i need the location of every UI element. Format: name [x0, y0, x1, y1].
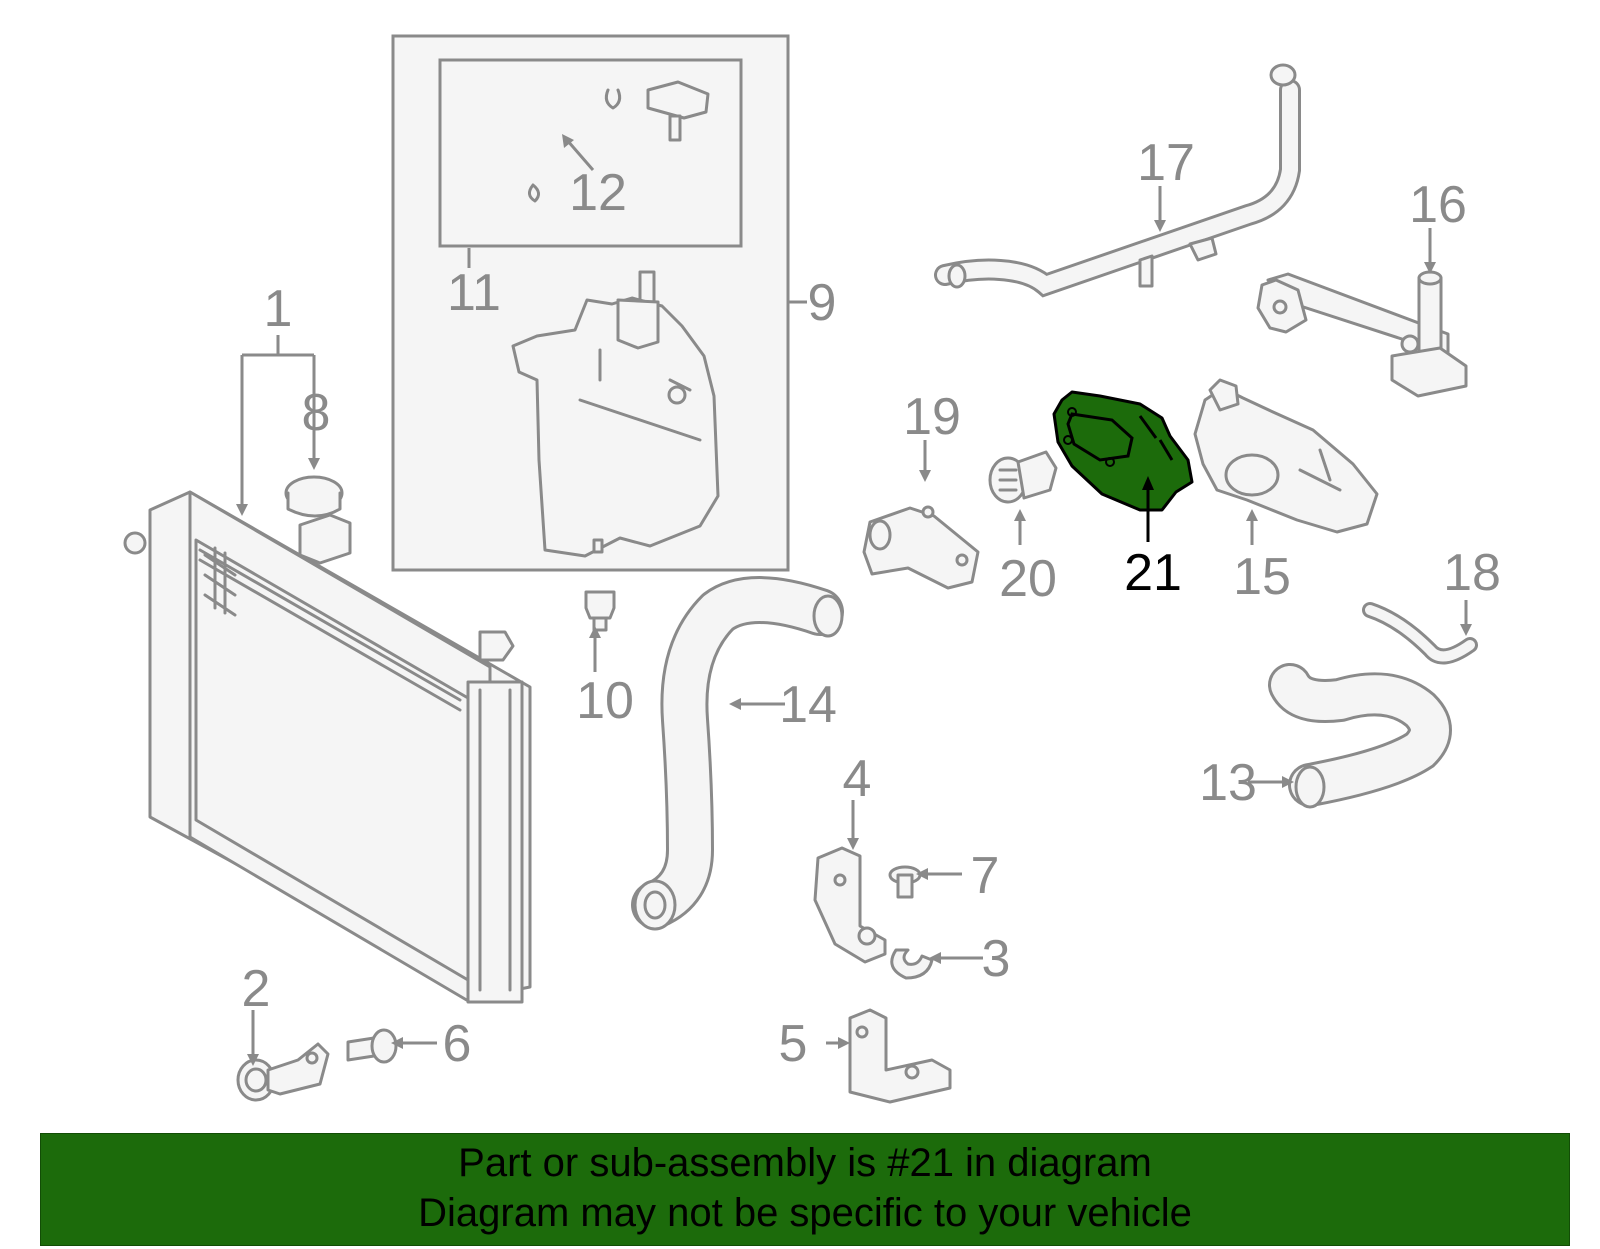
- label-17: 17: [1137, 134, 1195, 192]
- drain-plug: [584, 590, 616, 632]
- radiator: [123, 490, 532, 1004]
- label-2: 2: [242, 960, 271, 1018]
- lower-radiator-hose: [631, 576, 844, 931]
- info-banner: Part or sub-assembly is #21 in diagram D…: [40, 1133, 1570, 1246]
- radiator-bracket: [813, 846, 887, 964]
- label-13: 13: [1199, 754, 1257, 812]
- water-inlet: [862, 505, 980, 590]
- drain-plug-small: [346, 1028, 398, 1064]
- label-18: 18: [1443, 544, 1501, 602]
- water-bypass-pipe: [934, 63, 1301, 298]
- coolant-reservoir-tank: [511, 270, 720, 558]
- hose-clip: [646, 80, 710, 120]
- label-3: 3: [982, 930, 1011, 988]
- mount-grommet: [890, 948, 934, 980]
- thermostat: [988, 450, 1058, 504]
- label-9: 9: [808, 274, 837, 332]
- label-8: 8: [302, 384, 331, 442]
- label-20: 20: [999, 550, 1057, 608]
- label-15: 15: [1233, 548, 1291, 606]
- leader-lines: [240, 139, 1468, 1060]
- label-16: 16: [1409, 176, 1467, 234]
- label-4: 4: [843, 750, 872, 808]
- mount-bolt: [888, 865, 922, 899]
- label-7: 7: [971, 847, 1000, 905]
- arrowhead-21: [1142, 476, 1154, 490]
- thermostat-housing: [1193, 378, 1379, 534]
- label-10: 10: [576, 672, 634, 730]
- banner-line-2: Diagram may not be specific to your vehi…: [418, 1191, 1192, 1235]
- label-6: 6: [443, 1015, 472, 1073]
- parts-diagram: 1 8 9 11 12 10 14 4 7 3 5 2 6 17 16 19 2…: [123, 34, 1501, 1104]
- label-19: 19: [903, 388, 961, 446]
- label-1: 1: [264, 280, 293, 338]
- highlighted-part-21: [1052, 390, 1194, 512]
- label-12: 12: [569, 164, 627, 222]
- lower-bracket: [848, 1008, 952, 1104]
- label-21: 21: [1124, 544, 1182, 602]
- label-5: 5: [779, 1015, 808, 1073]
- label-14: 14: [779, 676, 837, 734]
- drain-cock: [236, 1042, 330, 1102]
- arrowheads: [236, 134, 1472, 1066]
- bypass-hose: [1362, 602, 1478, 665]
- radiator-cap: [284, 475, 344, 518]
- water-outlet-pipe: [1256, 270, 1468, 398]
- banner-line-1: Part or sub-assembly is #21 in diagram: [458, 1141, 1152, 1185]
- label-11: 11: [447, 264, 501, 322]
- reservoir-hose: [456, 80, 710, 203]
- upper-radiator-hose: [1268, 663, 1452, 809]
